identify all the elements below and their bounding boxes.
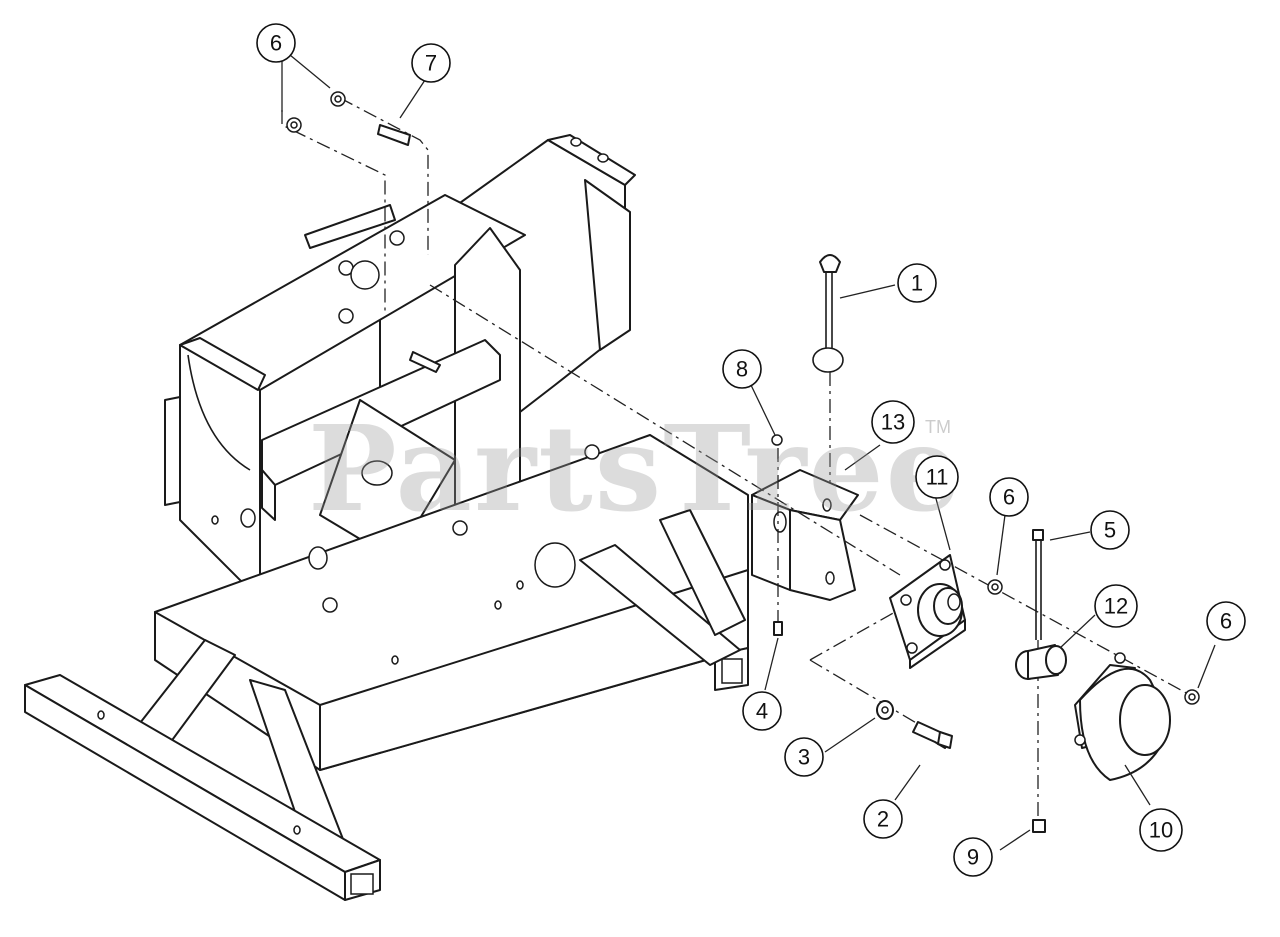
svg-text:3: 3 bbox=[798, 745, 810, 770]
bearing-assembly bbox=[429, 284, 1216, 851]
callout-10: 10 bbox=[1139, 808, 1183, 852]
callout-3: 3 bbox=[784, 737, 824, 777]
bracket-assembly bbox=[749, 382, 881, 691]
watermark: PartsTree TM bbox=[308, 399, 963, 538]
callout-9: 9 bbox=[953, 837, 993, 877]
callout-1: 1 bbox=[897, 263, 937, 303]
callout-6-top: 6 bbox=[256, 23, 296, 63]
callout-8: 8 bbox=[722, 349, 762, 389]
callout-11: 11 bbox=[915, 455, 959, 499]
watermark-trademark: TM bbox=[925, 417, 951, 437]
top-hardware bbox=[281, 54, 429, 315]
svg-text:6: 6 bbox=[1220, 609, 1232, 634]
svg-text:6: 6 bbox=[270, 31, 282, 56]
svg-text:6: 6 bbox=[1003, 485, 1015, 510]
callout-7: 7 bbox=[411, 43, 451, 83]
svg-text:10: 10 bbox=[1149, 818, 1173, 843]
callout-5: 5 bbox=[1090, 510, 1130, 550]
callout-6-bearing: 6 bbox=[989, 477, 1029, 517]
svg-text:2: 2 bbox=[877, 807, 889, 832]
log-splitter-frame bbox=[24, 134, 749, 901]
svg-text:11: 11 bbox=[926, 465, 949, 490]
callout-2: 2 bbox=[863, 799, 903, 839]
svg-text:9: 9 bbox=[967, 845, 979, 870]
svg-text:8: 8 bbox=[736, 357, 748, 382]
callout-13: 13 bbox=[871, 400, 915, 444]
pin-assembly bbox=[812, 254, 896, 520]
svg-text:12: 12 bbox=[1104, 594, 1128, 619]
svg-text:7: 7 bbox=[425, 51, 437, 76]
callout-4: 4 bbox=[742, 691, 782, 731]
watermark-text: PartsTree bbox=[308, 399, 963, 538]
svg-text:1: 1 bbox=[911, 271, 923, 296]
svg-text:13: 13 bbox=[881, 410, 905, 435]
callout-12: 12 bbox=[1094, 584, 1138, 628]
callout-6-right: 6 bbox=[1206, 601, 1246, 641]
svg-text:4: 4 bbox=[756, 699, 768, 724]
svg-text:5: 5 bbox=[1104, 518, 1116, 543]
